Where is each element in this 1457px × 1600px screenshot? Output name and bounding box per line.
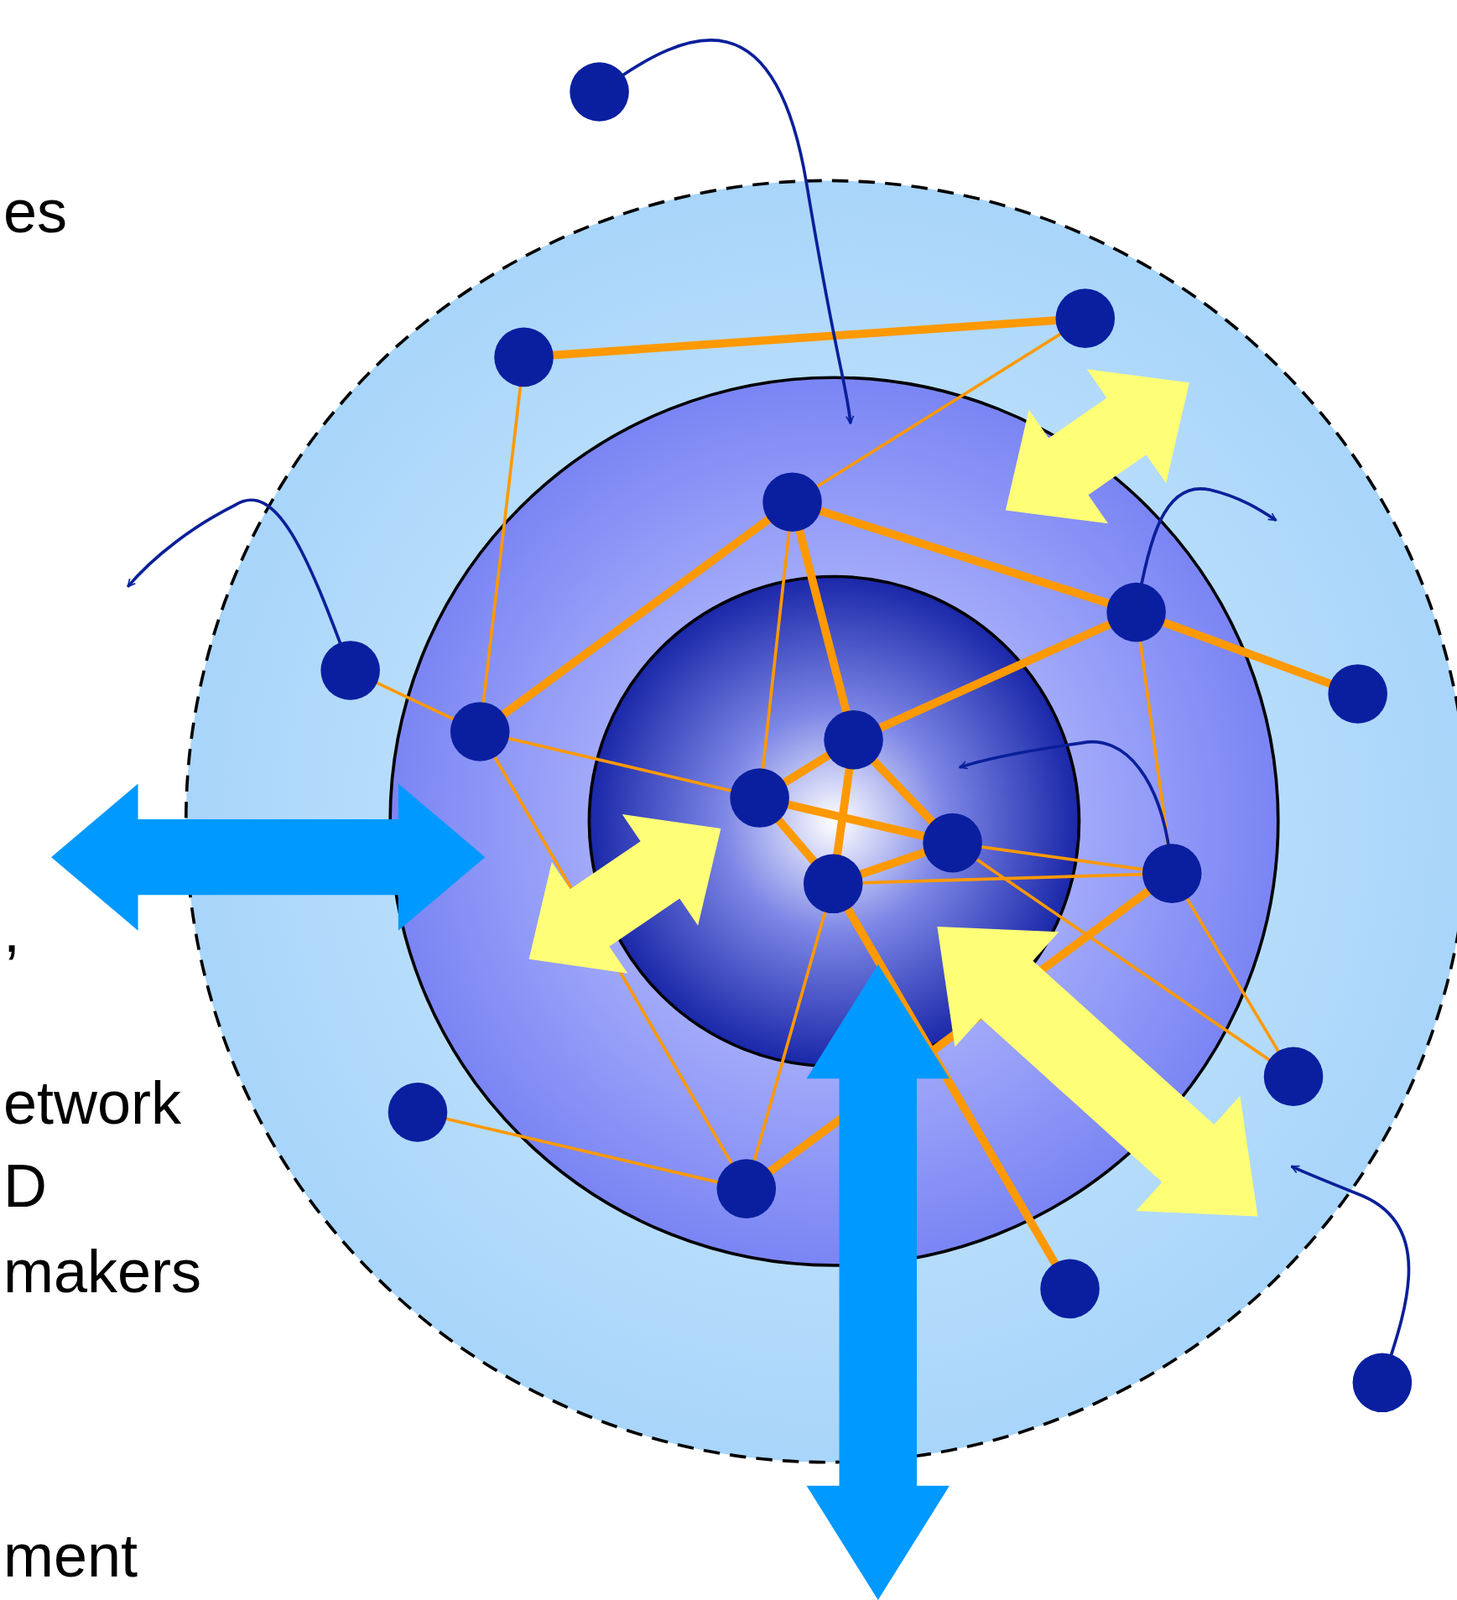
network-link bbox=[1171, 874, 1294, 1078]
side-label: ment bbox=[3, 1523, 138, 1590]
side-label: etwork bbox=[3, 1070, 182, 1137]
actor-dot bbox=[494, 327, 554, 388]
network-link bbox=[952, 842, 1173, 875]
side-label: D bbox=[3, 1153, 47, 1220]
movement-arrow bbox=[599, 40, 851, 424]
side-label: es bbox=[3, 178, 68, 245]
strong-network-link bbox=[853, 612, 1137, 740]
side-label: , bbox=[3, 898, 21, 965]
strong-network-link bbox=[1136, 612, 1359, 694]
actor-dot bbox=[1142, 843, 1203, 904]
actor-dot bbox=[1055, 288, 1115, 349]
network-link bbox=[479, 357, 524, 733]
network-link bbox=[479, 731, 747, 1189]
strong-network-link bbox=[792, 502, 854, 741]
movement-arrow bbox=[127, 499, 350, 671]
movement-arrow bbox=[1136, 489, 1277, 613]
actor-dot bbox=[717, 1159, 777, 1219]
movement-arrow bbox=[959, 742, 1172, 875]
exchange-arrow bbox=[1005, 369, 1190, 524]
actor-dot bbox=[823, 710, 884, 771]
side-label: makers bbox=[3, 1238, 202, 1306]
actor-dot bbox=[729, 768, 790, 828]
middle-ring bbox=[390, 377, 1279, 1266]
strong-network-link bbox=[524, 318, 1086, 358]
network-link bbox=[746, 884, 833, 1190]
actor-dot bbox=[922, 813, 983, 874]
strong-network-link bbox=[479, 502, 792, 733]
exchange-arrow bbox=[529, 814, 722, 974]
network-link bbox=[759, 502, 793, 799]
actor-dot bbox=[762, 472, 823, 532]
actor-dot bbox=[1040, 1259, 1100, 1320]
network-link bbox=[417, 1112, 747, 1189]
actor-dot bbox=[1327, 664, 1388, 724]
actor-dot bbox=[803, 853, 864, 914]
actor-dot bbox=[1264, 1046, 1324, 1107]
actor-dot bbox=[450, 702, 510, 762]
movement-arrow bbox=[1291, 1166, 1410, 1384]
exchange-arrow bbox=[936, 926, 1258, 1218]
boundary-arrow bbox=[51, 784, 485, 932]
boundary-arrow bbox=[806, 964, 950, 1600]
actor-dot bbox=[388, 1082, 448, 1143]
